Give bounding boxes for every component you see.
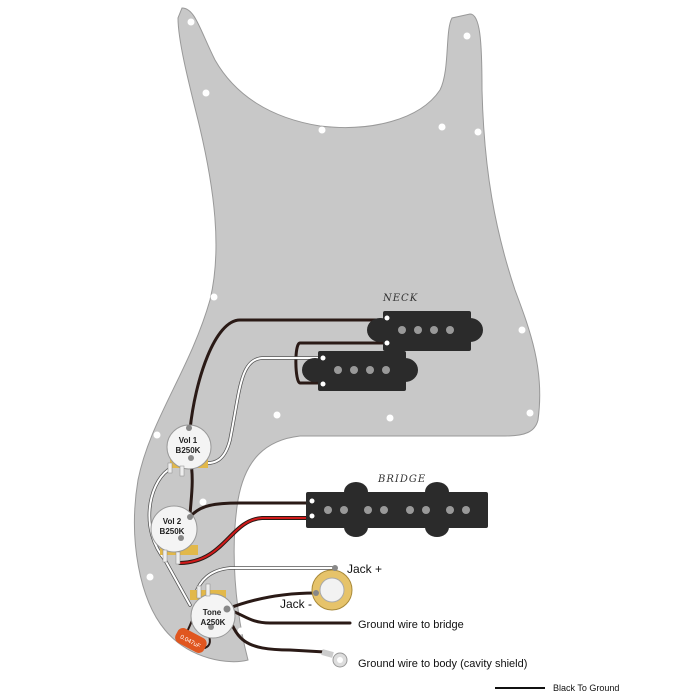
vol2-name: Vol 2 xyxy=(163,517,182,526)
vol1-name: Vol 1 xyxy=(179,436,198,445)
ground-bridge-label: Ground wire to bridge xyxy=(358,619,464,631)
vol2-value: B250K xyxy=(160,527,185,536)
tone-name: Tone xyxy=(203,608,222,617)
pot-tone: Tone A250K xyxy=(190,583,236,639)
screw-holes xyxy=(146,18,534,635)
pot-vol2: Vol 2 B250K xyxy=(150,505,198,565)
neck-black-wire xyxy=(188,318,387,432)
bridge-pickup xyxy=(306,482,488,537)
tone-value: A250K xyxy=(201,618,226,627)
output-jack xyxy=(311,565,353,611)
jack-plus-label: Jack + xyxy=(347,562,382,576)
ground-bridge-wire xyxy=(225,607,352,625)
vol1-value: B250K xyxy=(176,446,201,455)
jack-minus-label: Jack - xyxy=(280,597,312,611)
neck-link-wire xyxy=(294,341,388,385)
bridge-label: BRIDGE xyxy=(377,474,426,485)
pot-vol1: Vol 1 B250K xyxy=(166,424,212,477)
neck-label: NECK xyxy=(382,293,418,304)
pickguard xyxy=(133,7,541,663)
bridge-black-wire xyxy=(188,501,314,519)
jack-minus-wire xyxy=(225,591,317,611)
legend-black-label: Black To Ground xyxy=(553,683,619,693)
ground-body-label: Ground wire to body (cavity shield) xyxy=(358,658,527,670)
neck-pickup-lower xyxy=(302,351,418,391)
ground-ring-terminal xyxy=(321,649,348,668)
neck-pickup-upper xyxy=(367,311,483,351)
